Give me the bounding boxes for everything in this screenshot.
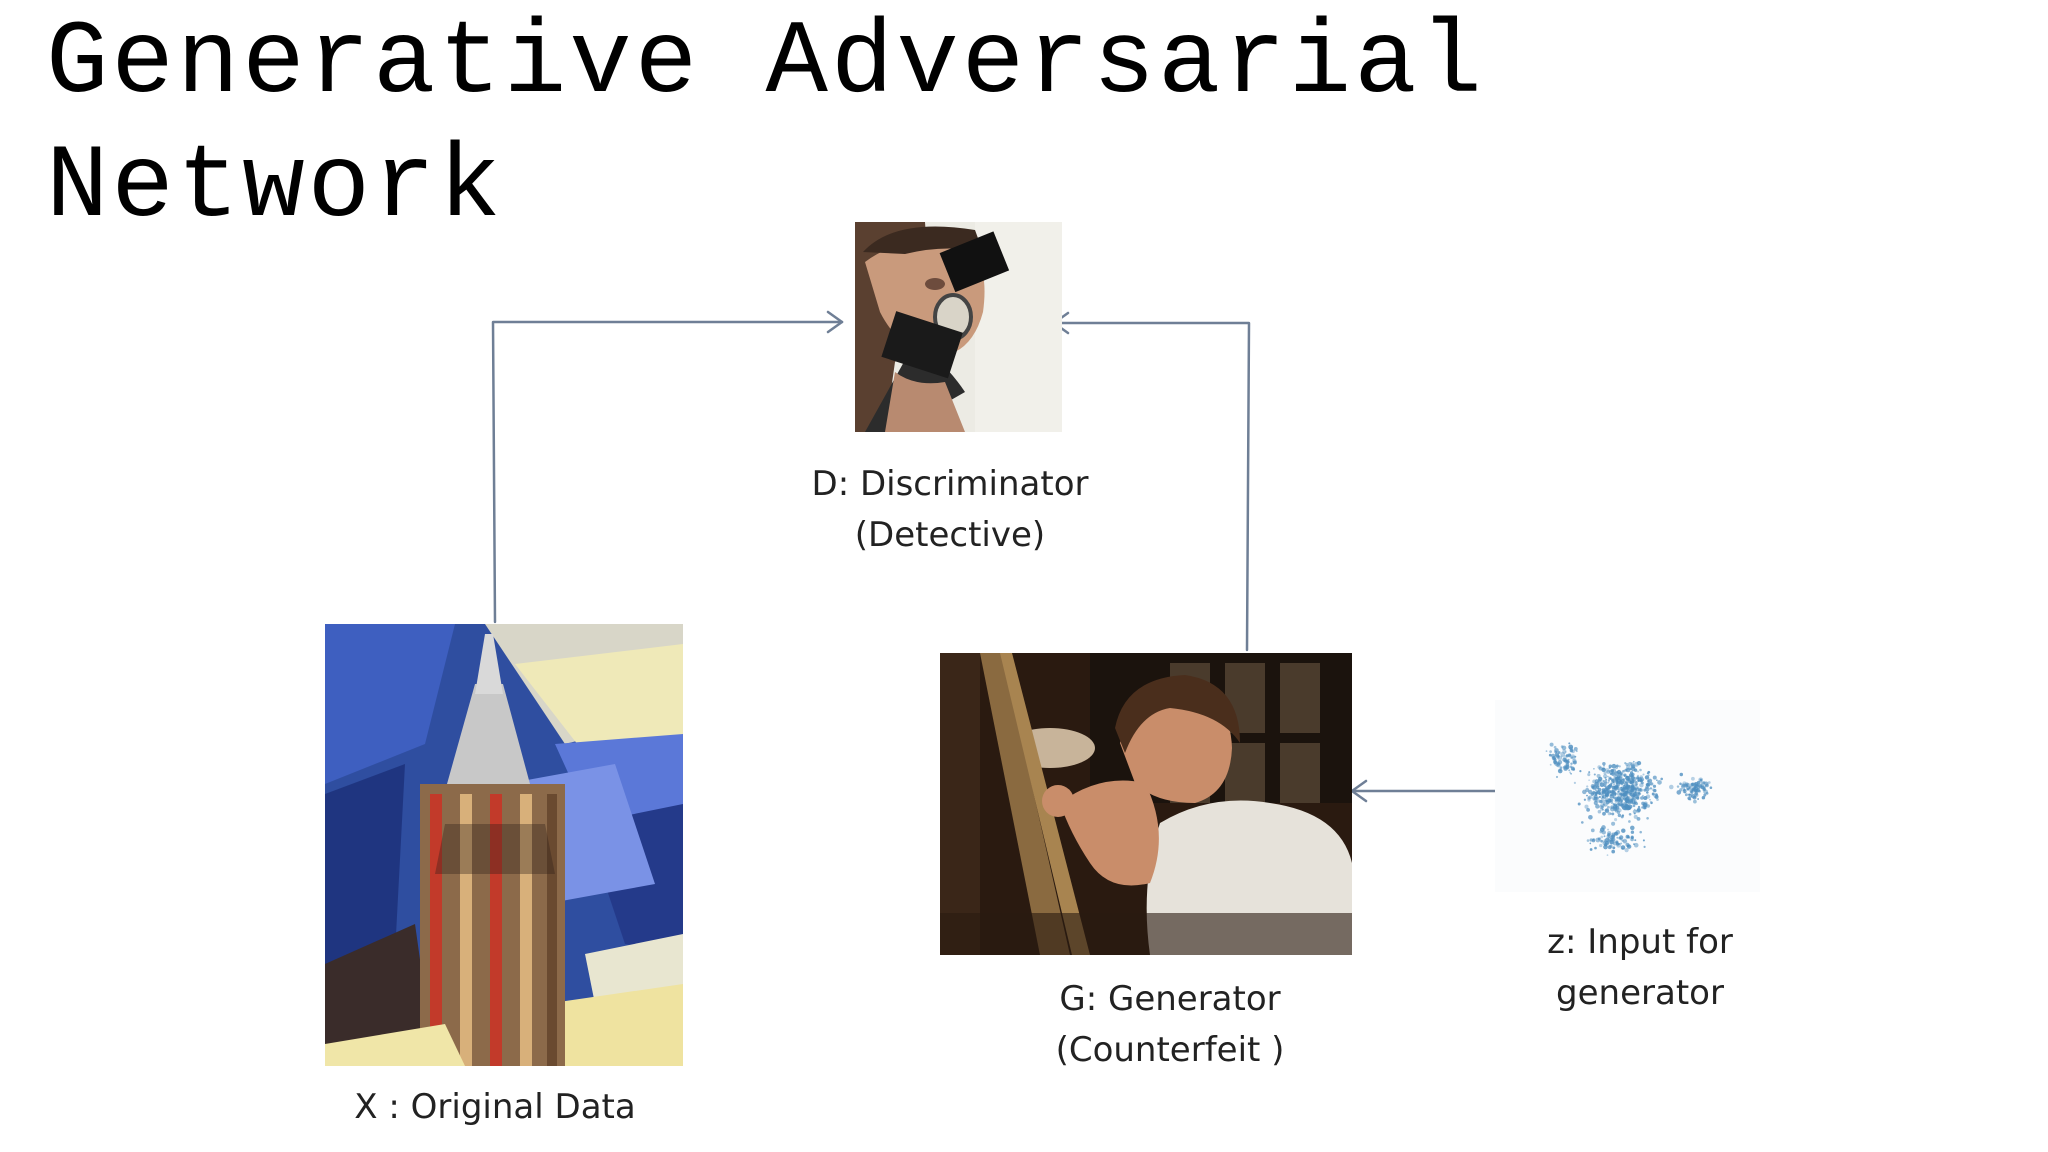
input-z-image: [1495, 700, 1760, 892]
generator-image: [940, 653, 1352, 955]
arrow-x-to-discriminator: [491, 320, 844, 624]
original-data-label-text: X : Original Data: [354, 1087, 636, 1127]
discriminator-label-line-2: (Detective): [854, 515, 1046, 555]
generator-label: G: Generator (Counterfeit ): [980, 974, 1360, 1076]
detective-magnifier-photo: [855, 222, 1062, 432]
arrow-generator-to-discriminator: [1052, 321, 1251, 652]
slide-title: Generative Adversarial Network: [46, 2, 1746, 250]
slide-title-line-1: Generative Adversarial: [46, 5, 1486, 123]
original-data-image: [325, 624, 683, 1066]
input-z-label-line-1: z: Input for: [1547, 922, 1733, 962]
input-z-label: z: Input for generator: [1450, 917, 1830, 1019]
discriminator-label-line-1: D: Discriminator: [811, 464, 1089, 504]
input-z-label-line-2: generator: [1556, 973, 1724, 1013]
arrowhead-z-to-generator: [1350, 779, 1368, 803]
generator-label-line-2: (Counterfeit ): [1055, 1030, 1285, 1070]
noise-points: [1545, 742, 1713, 856]
generator-label-line-1: G: Generator: [1059, 979, 1281, 1019]
painter-at-easel-photo: [940, 653, 1352, 955]
slide-title-line-2: Network: [46, 129, 504, 247]
original-data-label: X : Original Data: [300, 1082, 690, 1133]
discriminator-image: [855, 222, 1062, 432]
cubist-skyscraper-painting: [325, 624, 683, 1066]
discriminator-label: D: Discriminator (Detective): [760, 459, 1140, 561]
arrowhead-x-to-discriminator: [826, 310, 844, 334]
noise-point-cloud: [1495, 700, 1760, 892]
